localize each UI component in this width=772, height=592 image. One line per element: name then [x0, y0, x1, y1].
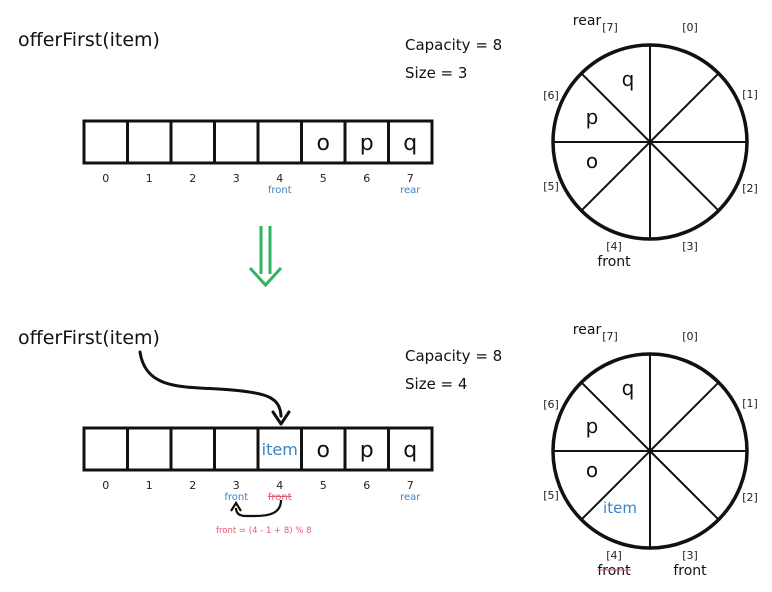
bottom-capacity: Capacity = 8	[405, 347, 502, 365]
bottom-circle-slot-label: [6]	[543, 398, 559, 411]
bottom-circle-spoke	[580, 450, 651, 521]
top-circle-slot-label: [7]	[602, 21, 618, 34]
bottom-array: 0 1 2 3 item 4 o 5 p 6 q 7 front front rear	[82, 426, 434, 503]
top-title: offerFirst(item)	[18, 29, 160, 51]
insert-arrow-head	[271, 410, 291, 426]
bottom-array-index-label: 0	[102, 479, 109, 492]
bottom-array-index-label: 7	[407, 479, 414, 492]
top-array-index-label: 4	[276, 172, 283, 185]
insert-arrow	[138, 350, 283, 418]
bottom-array-cell-value: o	[317, 438, 330, 463]
bottom-circle-slot-label: [1]	[742, 397, 758, 410]
top-circle-rear-label: rear	[573, 13, 602, 29]
top-circle-slot-label: [4]	[606, 240, 622, 253]
top-array-index-label: 2	[189, 172, 196, 185]
top-array: 0 1 2 3 4 o 5 p 6 q 7 front rear	[82, 119, 434, 196]
decrement-arrow	[234, 499, 283, 518]
top-array-index-label: 6	[363, 172, 370, 185]
bottom-array-cell-4	[256, 426, 303, 472]
bottom-array-cell-7	[387, 426, 434, 472]
bottom-circle-slot-value: p	[586, 414, 599, 438]
top-circle-front-label: front	[597, 254, 631, 270]
top-circle-slot-label: [6]	[543, 89, 559, 102]
bottom-circle-slot-label: [0]	[682, 330, 698, 343]
bottom-array-cell-5	[300, 426, 347, 472]
bottom-array-cell-value: q	[403, 438, 417, 463]
bottom-array-index-label: 2	[189, 479, 196, 492]
before-state: offerFirst(item) Capacity = 8 Size = 3 0…	[18, 13, 758, 270]
top-capacity: Capacity = 8	[405, 36, 502, 54]
bottom-array-index-label: 6	[363, 479, 370, 492]
bottom-circle-spoke	[649, 381, 720, 452]
bottom-array-cell-value: p	[360, 438, 374, 463]
top-array-pointer-front: front	[268, 185, 292, 196]
bottom-circle-spoke	[649, 450, 720, 521]
top-circle-slot-label: [2]	[742, 182, 758, 195]
top-circle-slot-value: o	[586, 149, 598, 173]
top-array-index-label: 7	[407, 172, 414, 185]
top-array-cell-value: o	[317, 131, 330, 156]
top-array-index-label: 0	[102, 172, 109, 185]
bottom-array-cell-0	[82, 426, 129, 472]
bottom-title: offerFirst(item)	[18, 327, 160, 349]
top-array-pointer-rear: rear	[400, 185, 421, 196]
bottom-circle-front-label: front	[673, 563, 707, 579]
top-array-index-label: 3	[233, 172, 240, 185]
top-circle-slot-value: p	[586, 105, 599, 129]
top-circle-slot-label: [0]	[682, 21, 698, 34]
top-array-cell-value: q	[403, 131, 417, 156]
bottom-circle-front-label-old: front	[597, 563, 631, 579]
top-circle-spoke	[580, 141, 651, 212]
bottom-array-index-label: 4	[276, 479, 283, 492]
top-circle-spoke	[580, 72, 651, 143]
bottom-array-cell-1	[126, 426, 173, 472]
bottom-circle-slot-value: o	[586, 458, 598, 482]
bottom-array-pointer-front-old: front	[268, 492, 292, 503]
top-circle-spoke	[649, 72, 720, 143]
after-state: offerFirst(item) Capacity = 8 Size = 4 0…	[18, 322, 758, 579]
bottom-circle-slot-label: [4]	[606, 549, 622, 562]
bottom-array-pointer-front: front	[224, 492, 248, 503]
top-circle-slot-label: [3]	[682, 240, 698, 253]
top-array-index-label: 1	[146, 172, 153, 185]
double-down-arrow-icon	[248, 226, 283, 288]
top-array-cell-0	[82, 119, 129, 165]
bottom-array-cell-2	[169, 426, 216, 472]
bottom-array-index-label: 3	[233, 479, 240, 492]
bottom-circle-slot-label: [2]	[742, 491, 758, 504]
top-array-cell-6	[343, 119, 390, 165]
top-array-cell-5	[300, 119, 347, 165]
bottom-circle-spoke	[580, 381, 651, 452]
top-array-cell-4	[256, 119, 303, 165]
bottom-circle-slot-label: [7]	[602, 330, 618, 343]
top-size: Size = 3	[405, 64, 467, 82]
bottom-circle-slot-label: [3]	[682, 549, 698, 562]
top-array-cell-3	[213, 119, 260, 165]
front-formula: front = (4 - 1 + 8) % 8	[216, 526, 312, 536]
top-array-index-label: 5	[320, 172, 327, 185]
bottom-array-cell-value: item	[262, 440, 298, 459]
top-circle-slot-label: [5]	[543, 180, 559, 193]
bottom-circle-slot-label: [5]	[543, 489, 559, 502]
top-circle-spoke	[649, 141, 720, 212]
bottom-array-index-label: 5	[320, 479, 327, 492]
bottom-array-cell-3	[213, 426, 260, 472]
top-circle: [0] [1] [2] [3] [4] [5] [6] [7] opq rear front	[543, 13, 758, 270]
bottom-circle-slot-value: item	[603, 499, 637, 517]
bottom-circle-rear-label: rear	[573, 322, 602, 338]
bottom-array-index-label: 1	[146, 479, 153, 492]
top-circle-slot-label: [1]	[742, 88, 758, 101]
bottom-array-pointer-rear: rear	[400, 492, 421, 503]
bottom-circle-slot-value: q	[622, 376, 635, 400]
top-array-cell-value: p	[360, 131, 374, 156]
top-circle-slot-value: q	[622, 67, 635, 91]
top-array-cell-2	[169, 119, 216, 165]
decrement-arrow-head	[230, 500, 242, 512]
top-array-cell-7	[387, 119, 434, 165]
top-array-cell-1	[126, 119, 173, 165]
bottom-size: Size = 4	[405, 375, 467, 393]
